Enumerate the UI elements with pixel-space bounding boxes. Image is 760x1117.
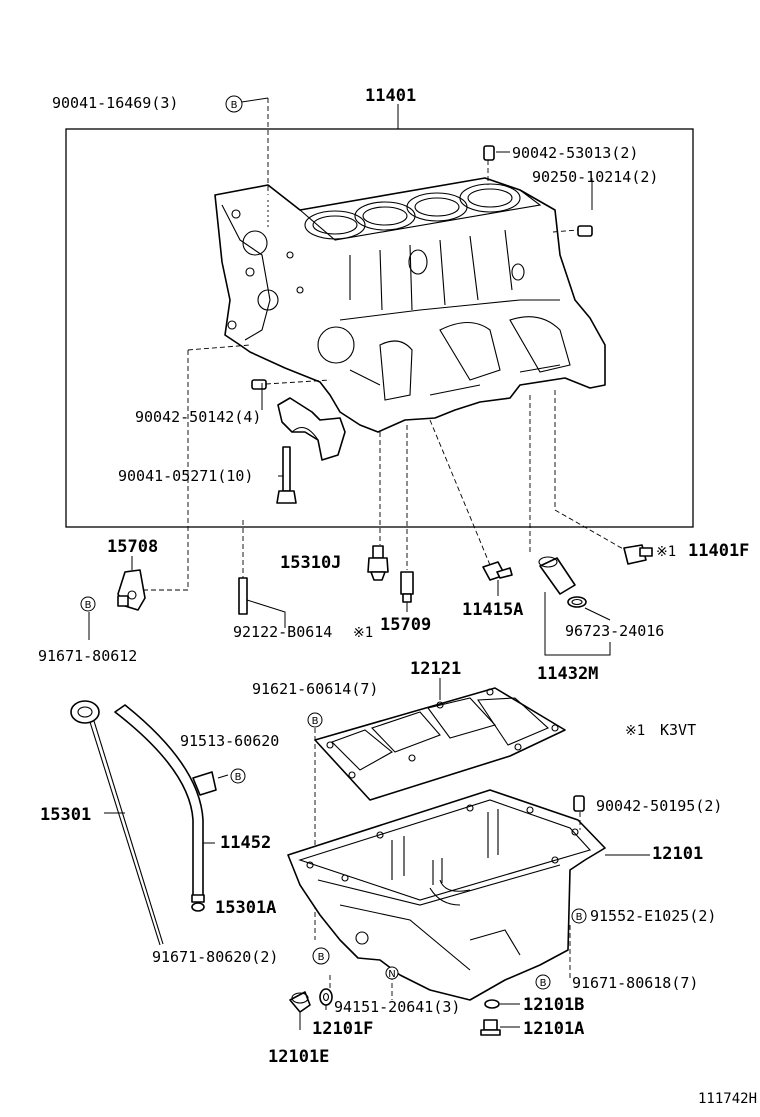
label-91552-E1025: 91552-E1025(2) xyxy=(590,907,716,925)
cap-bolt xyxy=(276,446,297,504)
label-15301A: 15301A xyxy=(215,898,276,918)
label-11432M: 11432M xyxy=(537,664,598,684)
pin-90250-10214 xyxy=(577,225,593,237)
jet-11432M xyxy=(538,556,587,608)
label-12101: 12101 xyxy=(652,844,703,864)
plug-12101A xyxy=(480,1019,501,1036)
label-91671-80618: 91671-80618(7) xyxy=(572,974,698,992)
cylinder-block xyxy=(214,177,606,433)
label-12121: 12121 xyxy=(410,659,461,679)
guide-11452 xyxy=(114,704,217,903)
label-11452: 11452 xyxy=(220,833,271,853)
sensor-15310J xyxy=(367,545,389,581)
label-12101F: 12101F xyxy=(312,1019,373,1039)
svg-text:B: B xyxy=(540,978,547,989)
assembly-frame xyxy=(65,128,694,528)
svg-text:N: N xyxy=(388,969,395,980)
label-11401: 11401 xyxy=(365,86,416,106)
oil-pan-12101 xyxy=(287,789,606,1001)
label-90250-10214: 90250-10214(2) xyxy=(532,168,658,186)
note-mark-1: ※1 xyxy=(353,625,373,641)
marker-b-2: B xyxy=(80,596,96,612)
marker-b-3: B xyxy=(307,712,323,728)
plug-11401F xyxy=(623,544,653,565)
note-mark-legend: ※1 xyxy=(625,723,645,739)
label-90042-50195: 90042-50195(2) xyxy=(596,797,722,815)
label-11401F: 11401F xyxy=(688,541,749,561)
label-92122-B0614: 92122-B0614 xyxy=(233,623,332,641)
svg-text:B: B xyxy=(231,100,238,111)
label-12101A: 12101A xyxy=(523,1019,584,1039)
label-15709: 15709 xyxy=(380,615,431,635)
label-15301: 15301 xyxy=(40,805,91,825)
marker-b-7: B xyxy=(535,974,551,990)
label-11415A: 11415A xyxy=(462,600,523,620)
washer-12101F xyxy=(319,988,333,1006)
svg-text:B: B xyxy=(318,952,325,963)
label-90042-53013: 90042-53013(2) xyxy=(512,144,638,162)
drawing-number: 111742H xyxy=(698,1091,757,1107)
label-91671-80620: 91671-80620(2) xyxy=(152,948,278,966)
dowel-pin-90042-53013 xyxy=(483,145,495,161)
marker-b-5: B xyxy=(312,947,330,965)
label-91621-60614: 91621-60614(7) xyxy=(252,680,378,698)
o-ring-15301A xyxy=(191,902,205,912)
note-k3vt: K3VT xyxy=(660,721,696,739)
svg-text:B: B xyxy=(235,772,242,783)
label-12101B: 12101B xyxy=(523,995,584,1015)
svg-text:B: B xyxy=(85,600,92,611)
dowel-pin-90042-50142 xyxy=(251,379,267,390)
svg-text:B: B xyxy=(312,716,319,727)
label-90042-50142: 90042-50142(4) xyxy=(135,408,261,426)
label-91513-60620: 91513-60620 xyxy=(180,732,279,750)
note-mark-2: ※1 xyxy=(656,544,676,560)
marker-n: N xyxy=(385,966,399,980)
bracket-15708 xyxy=(117,569,146,611)
label-94151-20641: 94151-20641(3) xyxy=(334,998,460,1016)
gasket-12121 xyxy=(314,687,566,801)
stud-92122-B0614 xyxy=(238,577,248,615)
label-15708: 15708 xyxy=(107,537,158,557)
label-91671-80612: 91671-80612 xyxy=(38,647,137,665)
plug-11415A xyxy=(482,561,513,581)
dipstick-15301 xyxy=(70,700,164,946)
svg-text:B: B xyxy=(576,912,583,923)
marker-b-4: B xyxy=(230,768,246,784)
label-12101E: 12101E xyxy=(268,1047,329,1067)
plug-15709 xyxy=(400,571,414,603)
gasket-12101B xyxy=(484,999,500,1009)
marker-b-6: B xyxy=(571,908,587,924)
marker-b-1: B xyxy=(225,95,243,113)
label-90041-16469: 90041-16469(3) xyxy=(52,94,178,112)
label-90041-05271: 90041-05271(10) xyxy=(118,467,253,485)
label-15310J: 15310J xyxy=(280,553,341,573)
label-96723-24016: 96723-24016 xyxy=(565,622,664,640)
drain-plug-12101E xyxy=(289,991,311,1013)
pin-90042-50195 xyxy=(573,795,585,812)
